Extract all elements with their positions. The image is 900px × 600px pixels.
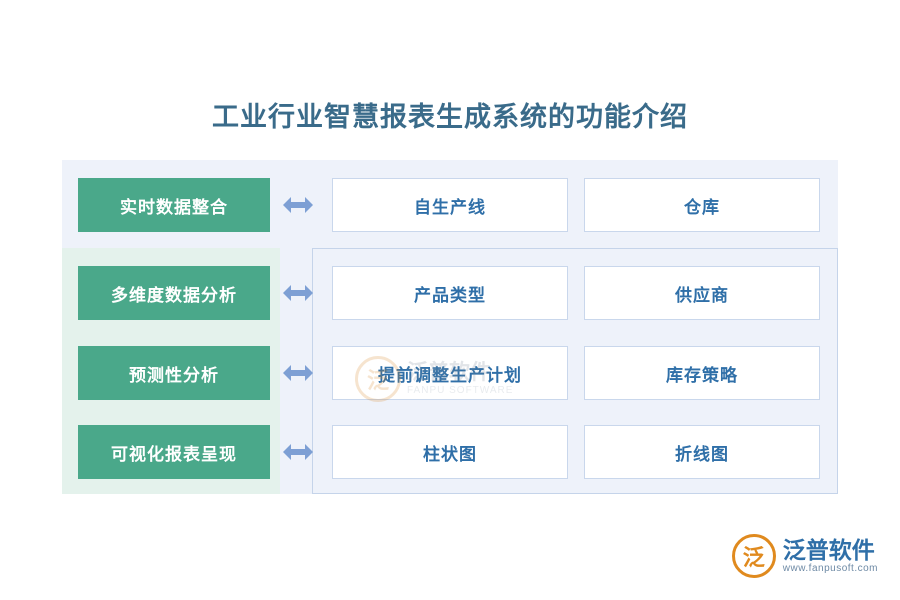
category-label-4[interactable]: 可视化报表呈现 (78, 425, 270, 479)
item-box[interactable]: 折线图 (584, 425, 820, 479)
page-title: 工业行业智慧报表生成系统的功能介绍 (212, 102, 688, 132)
arrow-left-right-icon (282, 178, 314, 232)
item-box[interactable]: 仓库 (584, 178, 820, 232)
arrow-left-right-icon (282, 425, 314, 479)
item-box[interactable]: 提前调整生产计划 (332, 346, 568, 400)
brand-logo-icon: 泛 (731, 534, 776, 578)
arrow-left-right-icon (282, 266, 314, 320)
category-label-3[interactable]: 预测性分析 (78, 346, 270, 400)
category-label-1[interactable]: 实时数据整合 (78, 178, 270, 232)
item-box[interactable]: 供应商 (584, 266, 820, 320)
diagram-row: 预测性分析 提前调整生产计划 库存策略 (0, 346, 900, 400)
diagram-row: 多维度数据分析 产品类型 供应商 (0, 266, 900, 320)
item-box[interactable]: 自生产线 (332, 178, 568, 232)
brand-url: www.fanpusoft.com (782, 563, 878, 575)
brand-name: 泛普软件 (782, 536, 875, 563)
arrow-left-right-icon (282, 346, 314, 400)
diagram-row: 实时数据整合 自生产线 仓库 (0, 178, 900, 232)
item-box[interactable]: 库存策略 (584, 346, 820, 400)
brand-logo: 泛 泛普软件 www.fanpusoft.com (731, 534, 878, 578)
item-box[interactable]: 柱状图 (332, 425, 568, 479)
category-label-2[interactable]: 多维度数据分析 (78, 266, 270, 320)
item-box[interactable]: 产品类型 (332, 266, 568, 320)
diagram-row: 可视化报表呈现 柱状图 折线图 (0, 425, 900, 479)
